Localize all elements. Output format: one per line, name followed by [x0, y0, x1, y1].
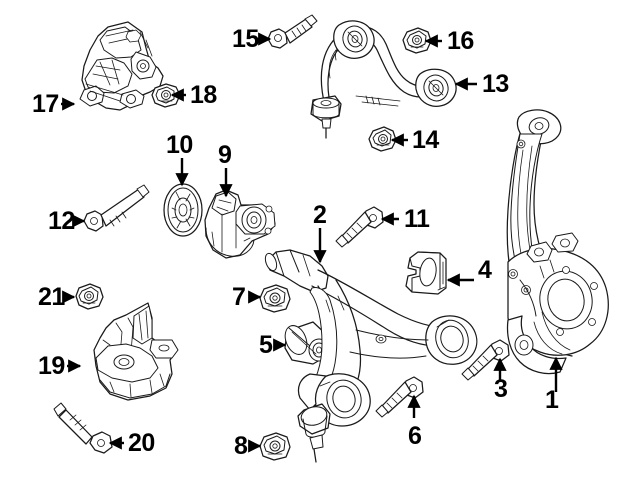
callout-label-14: 14 — [412, 126, 439, 154]
callout-label-5: 5 — [259, 331, 273, 359]
part-4-bushing-bracket — [405, 251, 447, 295]
part-3-knuckle-bolt — [461, 339, 510, 381]
callout-label-11: 11 — [404, 205, 430, 233]
part-19-lower-mounting-bracket — [93, 302, 179, 401]
callout-label-20: 20 — [128, 429, 155, 457]
part-17-upper-mounting-bracket — [79, 21, 164, 111]
part-12-long-bracket-bolt — [83, 184, 150, 232]
part-1-steering-knuckle — [506, 109, 609, 375]
callout-label-3: 3 — [494, 375, 508, 403]
callout-label-8: 8 — [234, 432, 248, 460]
part-9-belt-tensioner — [204, 189, 276, 259]
callout-label-21: 21 — [38, 283, 65, 311]
part-15-upper-arm-bolt — [267, 14, 318, 49]
callout-label-19: 19 — [38, 352, 65, 380]
callout-label-9: 9 — [218, 141, 232, 169]
callout-label-12: 12 — [48, 207, 75, 235]
part-6-lower-arm-bolt — [375, 376, 424, 418]
part-18-bracket-nut — [151, 83, 181, 108]
callout-label-4: 4 — [478, 256, 492, 284]
part-8-ball-joint-nut — [259, 432, 291, 461]
callout-label-16: 16 — [447, 27, 474, 55]
callout-label-2: 2 — [313, 201, 327, 229]
callout-label-18: 18 — [190, 81, 217, 109]
part-21-lower-bracket-nut — [75, 283, 104, 310]
callout-label-6: 6 — [408, 422, 422, 450]
part-20-lower-bracket-bolt — [53, 402, 113, 454]
part-13-upper-control-arm — [310, 20, 457, 139]
callout-label-17: 17 — [32, 90, 59, 118]
part-7-lower-arm-nut — [259, 284, 291, 313]
callout-label-13: 13 — [482, 70, 509, 98]
callout-label-7: 7 — [232, 283, 246, 311]
part-11-tensioner-bolt — [335, 206, 384, 248]
callout-label-15: 15 — [232, 25, 259, 53]
part-10-tensioner-pulley — [163, 183, 203, 237]
callout-label-1: 1 — [545, 386, 559, 414]
part-16-upper-nut — [402, 27, 432, 54]
part-14-upper-arm-nut — [368, 126, 397, 152]
callout-label-10: 10 — [166, 131, 193, 159]
part-2-lower-control-arm — [264, 249, 478, 463]
